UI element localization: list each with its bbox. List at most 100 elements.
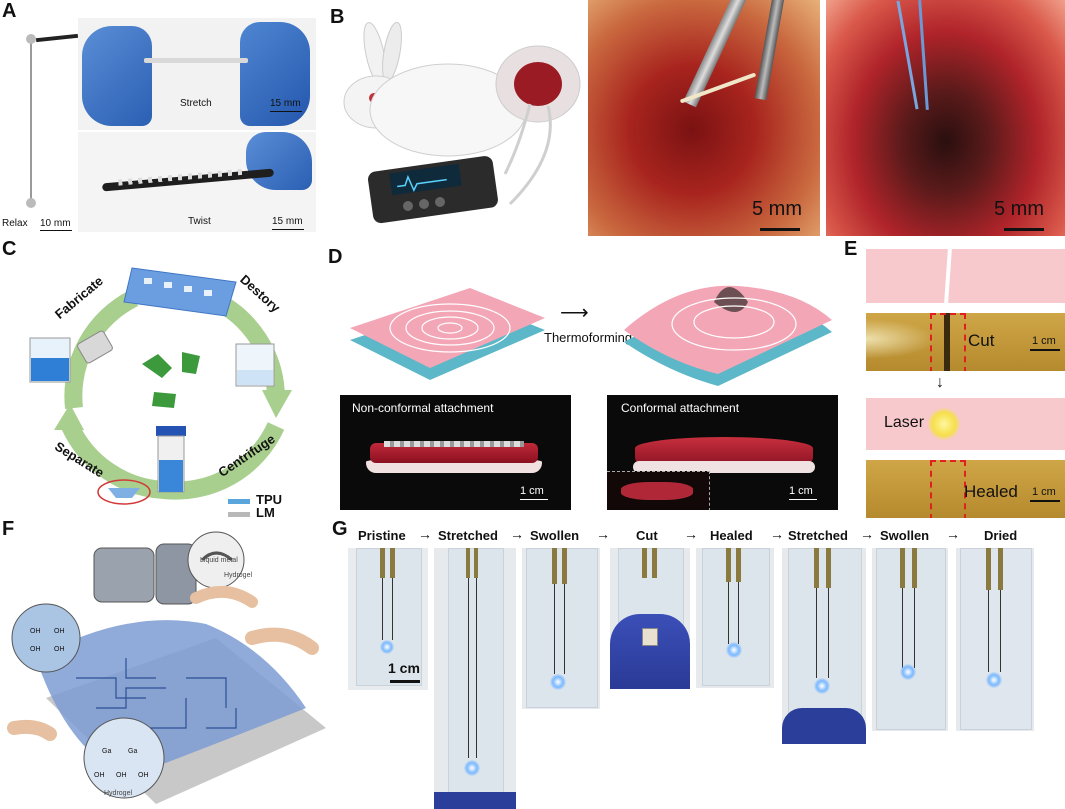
cut-gap	[944, 249, 952, 303]
surgery-photo-1: 5 mm	[588, 0, 820, 236]
swollen-1-led	[550, 674, 566, 690]
swollen-2-lead-1	[900, 548, 905, 588]
cut-schematic	[866, 249, 1065, 303]
cut-crack	[944, 313, 950, 371]
legend-lm-swatch	[228, 512, 250, 517]
swollen-2-trace-1	[902, 588, 903, 668]
stretched-1-trace-1	[468, 578, 469, 758]
legend-lm-label: LM	[256, 505, 275, 520]
cut-to-heal-arrow: ↓	[936, 374, 944, 391]
sample-dried	[956, 548, 1034, 731]
stretched-1-trace-2	[476, 578, 477, 758]
pristine-lead-1	[380, 548, 385, 578]
nonconformal-tissue	[370, 443, 538, 463]
stage-stretched-2: Stretched	[788, 528, 848, 543]
stage-swollen-2: Swollen	[880, 528, 930, 543]
twist-scale-bar	[272, 229, 304, 230]
conformal-substrate	[633, 461, 815, 473]
conformal-scale-bar	[789, 499, 817, 500]
pristine-scale-bar	[390, 680, 420, 683]
panel-label-g: G	[332, 518, 348, 540]
cut-photo-glare	[866, 319, 936, 359]
ga-label-2: Ga	[128, 748, 138, 755]
arrow-2: →	[510, 526, 524, 542]
surgery-2-scale-label: 5 mm	[994, 198, 1044, 220]
swollen-1-trace-1	[554, 584, 555, 674]
panel-label-a: A	[2, 0, 17, 22]
stage-pristine: Pristine	[358, 528, 406, 543]
relax-scale-label: 10 mm	[40, 218, 71, 229]
healed-scale-bar	[1030, 500, 1060, 502]
conformal-scale-label: 1 cm	[789, 485, 813, 497]
stretch-photo: Stretch 15 mm	[78, 18, 316, 130]
stretched-2-trace-2	[828, 588, 829, 678]
dried-trace-2	[1000, 590, 1001, 672]
cut-lead-2	[652, 548, 657, 578]
stretched-2-lead-2	[826, 548, 831, 588]
pristine-scale-label: 1 cm	[388, 660, 420, 676]
stretch-scale-label: 15 mm	[270, 98, 301, 109]
panel-label-b: B	[330, 6, 345, 28]
left-glove	[82, 26, 152, 126]
nonconformal-wires	[384, 441, 524, 447]
hydrogel-label-bottom: Hydrogel	[104, 790, 133, 797]
healed-trace-1	[728, 582, 729, 644]
arrow-1: →	[418, 526, 432, 542]
conformal-photo: Conformal attachment 1 cm	[607, 395, 838, 510]
stretched-1-lead-1	[466, 548, 470, 578]
wire-2	[918, 0, 929, 110]
stretch-label: Stretch	[180, 98, 212, 109]
panel-label-c: C	[2, 238, 17, 260]
nonconformal-photo: Non-conformal attachment 1 cm	[340, 395, 571, 510]
fiber-bead-bottom	[26, 198, 36, 208]
stretched-2-film	[788, 548, 862, 720]
swollen-2-lead-2	[912, 548, 917, 588]
thermoforming-arrow: ⟶	[560, 302, 589, 324]
swollen-2-led	[900, 664, 916, 680]
relaxed-fiber	[30, 36, 32, 206]
dried-trace-1	[988, 590, 989, 672]
conformal-label: Conformal attachment	[621, 401, 740, 415]
stage-cut: Cut	[636, 528, 658, 543]
cut-fingers	[610, 614, 690, 689]
stage-swollen-1: Swollen	[530, 528, 580, 543]
stretch-scale-bar	[270, 111, 302, 112]
arrow-6: →	[860, 526, 874, 542]
cut-chip	[642, 628, 658, 646]
twist-photo: Twist 15 mm	[78, 132, 316, 232]
forceps-2	[754, 0, 786, 101]
sample-healed	[696, 548, 774, 688]
healed-lead-1	[726, 548, 731, 582]
stage-stretched-1: Stretched	[438, 528, 498, 543]
hydrogel-label-top: Hydrogel	[224, 572, 253, 579]
stage-healed: Healed	[710, 528, 753, 543]
oh-label-6: OH	[116, 772, 127, 779]
dried-film	[960, 548, 1032, 730]
nonconformal-label: Non-conformal attachment	[352, 401, 494, 415]
arrow-4: →	[684, 526, 698, 542]
surgery-2-scale-bar	[1004, 228, 1044, 231]
twist-glove	[246, 132, 312, 190]
laser-spot	[928, 408, 960, 440]
cut-scale-bar	[1030, 349, 1060, 351]
stretched-2-glove	[782, 708, 866, 744]
swollen-1-trace-2	[564, 584, 565, 674]
healed-label: Healed	[964, 482, 1018, 501]
oh-label-3: OH	[30, 646, 41, 653]
cut-highlight-box	[930, 313, 966, 371]
flat-device-illustration	[350, 288, 545, 380]
ga-label-1: Ga	[102, 748, 112, 755]
sample-stretched-2	[782, 548, 866, 744]
sample-swollen-2	[872, 548, 948, 731]
twist-scale-label: 15 mm	[272, 216, 303, 227]
sample-swollen-1	[522, 548, 600, 709]
sample-stretched-1	[434, 548, 516, 809]
conformal-inset	[607, 471, 710, 510]
dried-led	[986, 672, 1002, 688]
stretched-fiber	[144, 58, 248, 63]
relax-scale-bar	[40, 230, 72, 231]
pristine-lead-2	[390, 548, 395, 578]
recycle-cycle-diagram	[29, 267, 292, 505]
pristine-led	[380, 640, 394, 654]
stretched-1-glove	[434, 792, 516, 809]
